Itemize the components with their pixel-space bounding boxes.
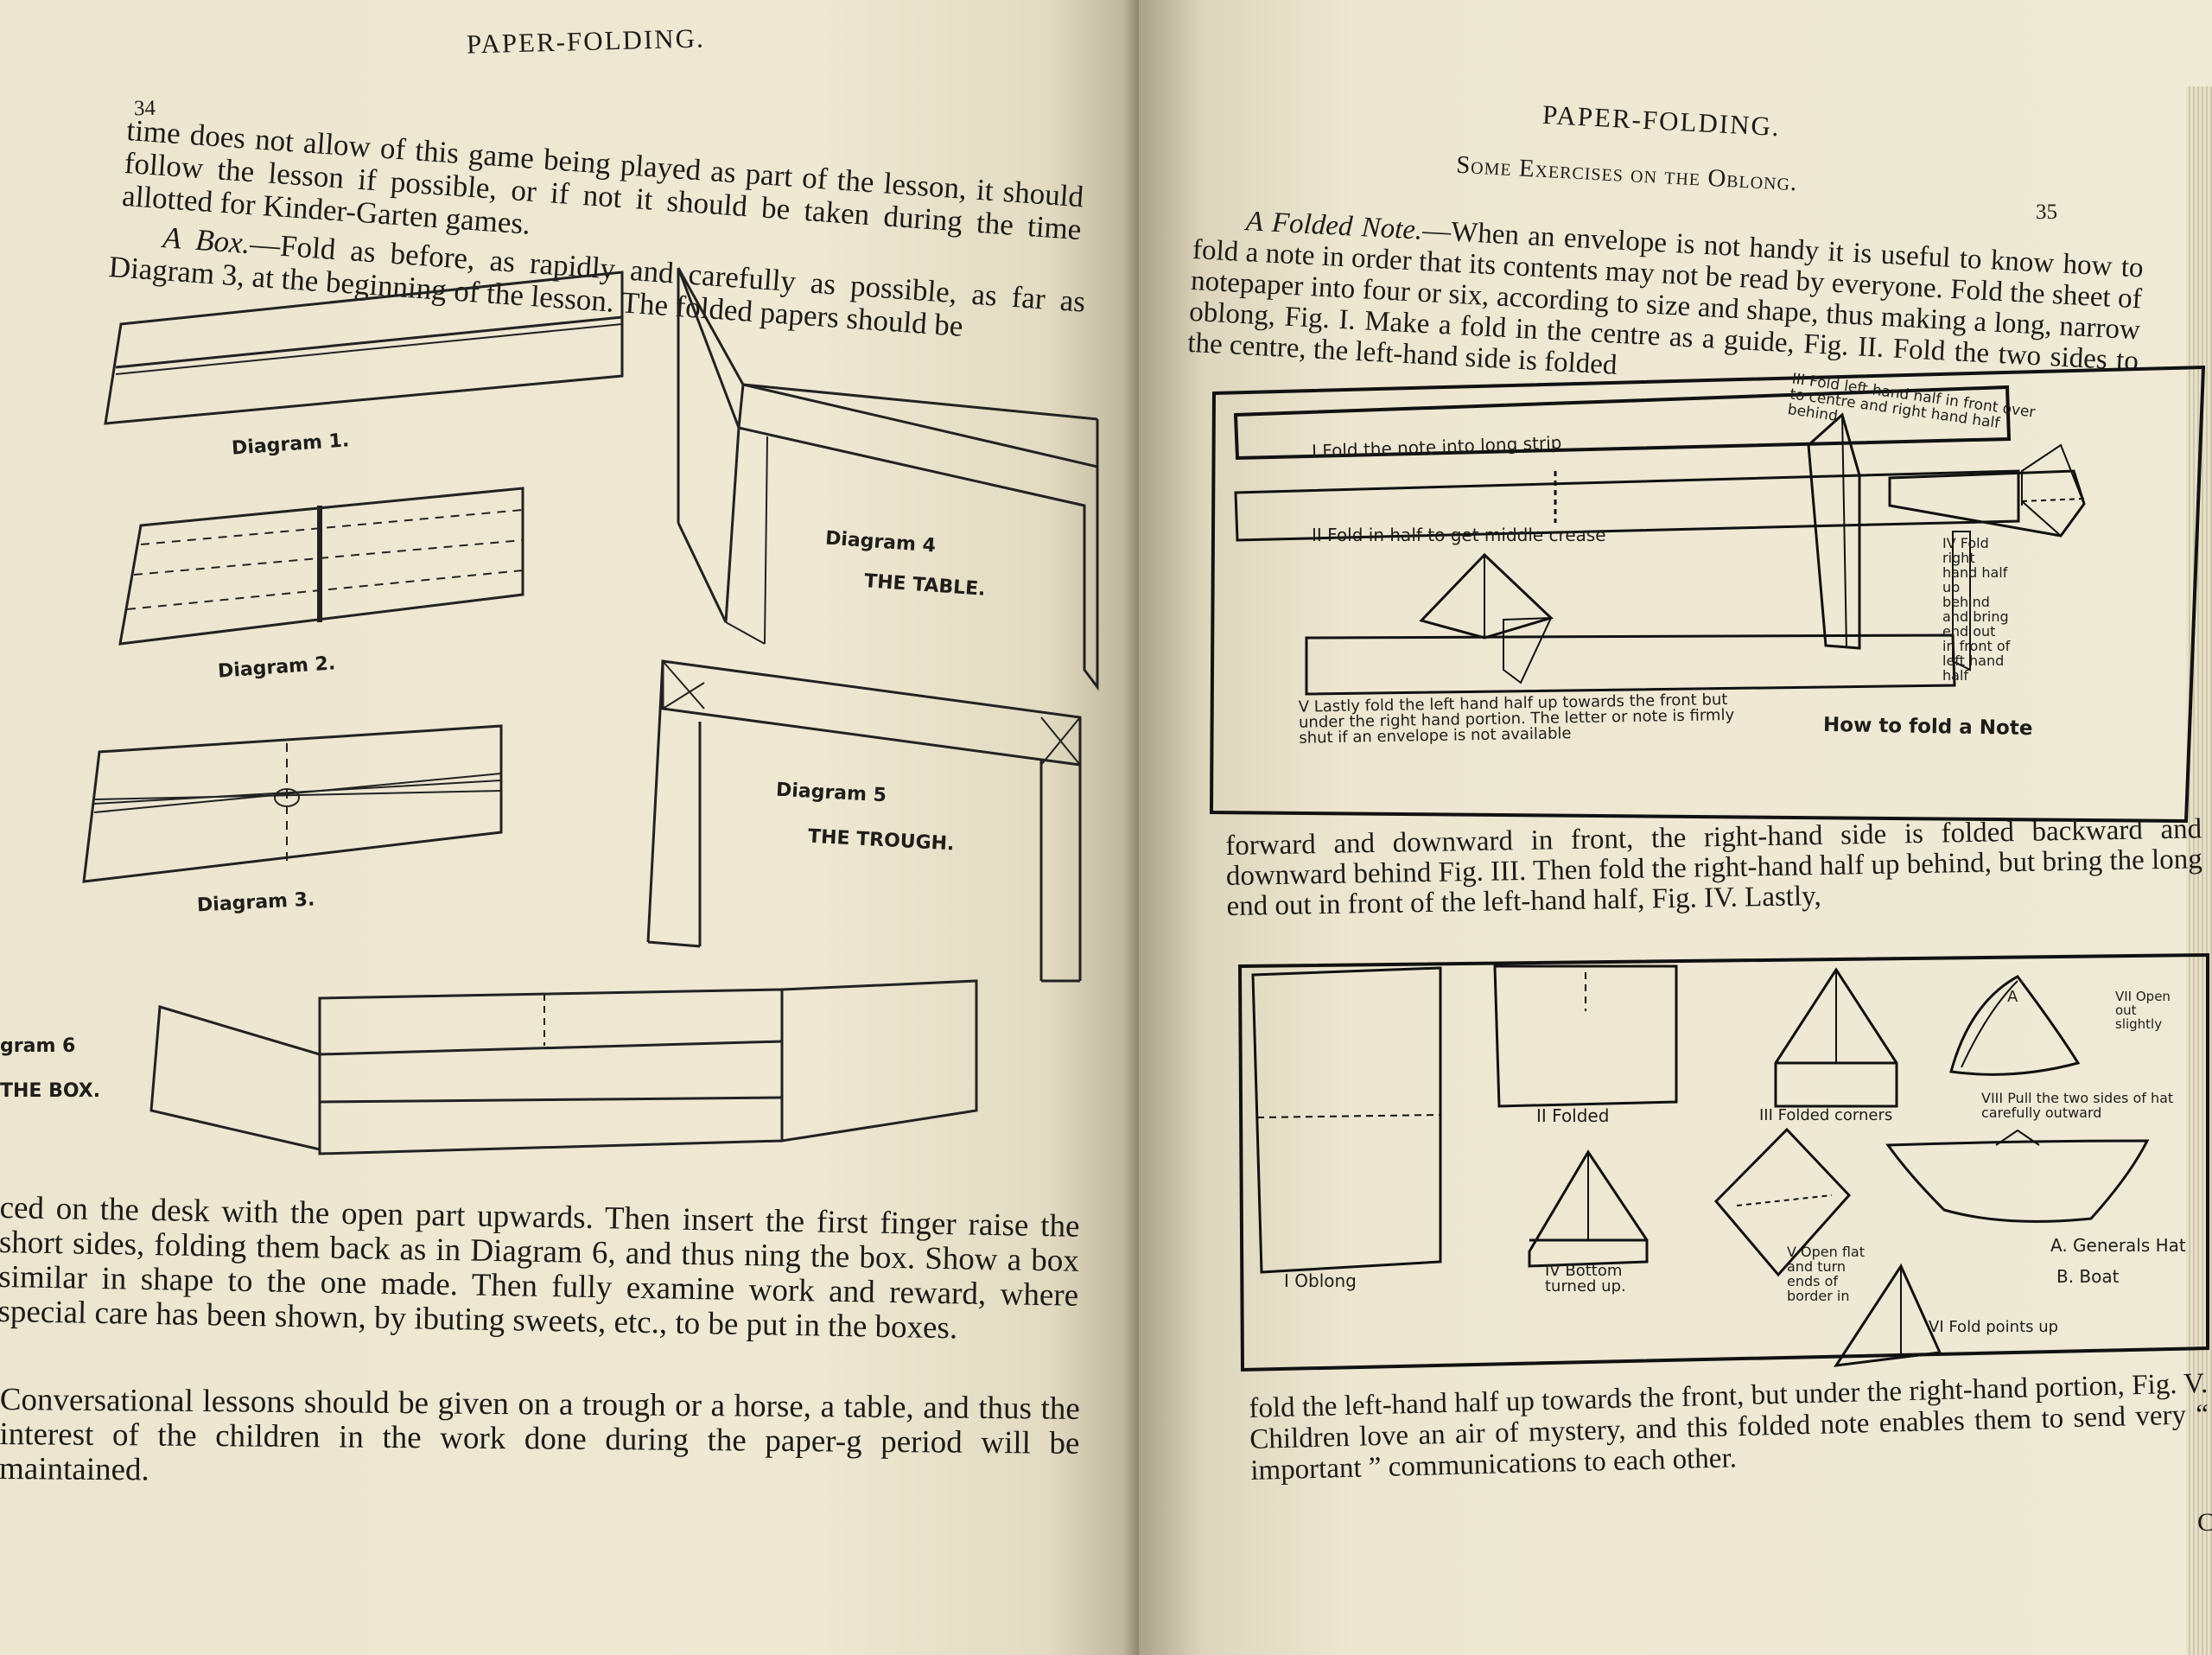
diagram-1 (104, 264, 639, 436)
hat-letter-a: A (2007, 988, 2018, 1006)
diagram-6 (147, 977, 985, 1162)
diagram-4 (674, 264, 1106, 696)
right-running-head: PAPER-FOLDING. (1541, 99, 1782, 143)
right-page: PAPER-FOLDING. Some Exercises on the Obl… (1139, 0, 2212, 1655)
hat-step-oblong: I Oblong (1284, 1270, 1357, 1291)
right-section-heading: Some Exercises on the Oblong. (1455, 150, 1799, 197)
hat-legend-b: B. Boat (2056, 1266, 2120, 1287)
left-para-bottom-2: Conversational lessons should be given o… (0, 1382, 1080, 1488)
left-para-bottom-1: ced on the desk with the open part upwar… (0, 1190, 1080, 1346)
hat-step-folded: II Folded (1536, 1105, 1610, 1126)
note-step-2: II Fold in half to get middle crease (1312, 525, 1606, 545)
page-edges (2186, 86, 2212, 1655)
diagram-6-title: THE BOX. (0, 1080, 101, 1102)
diagram-6-label: gram 6 (0, 1035, 76, 1057)
note-figure (1210, 350, 2212, 843)
note-step-5: V Lastly fold the left hand half up towa… (1298, 691, 1735, 748)
hat-step-corners: III Folded corners (1759, 1106, 1893, 1124)
hat-step-open-out: VII Open out slightly (2115, 989, 2171, 1032)
diagram-3-label: Diagram 3. (196, 888, 315, 917)
diagram-5 (644, 657, 1093, 994)
hat-legend-a: A. Generals Hat (2050, 1235, 2186, 1256)
right-para-mid: forward and downward in front, the right… (1224, 813, 2203, 922)
diagram-2 (117, 484, 531, 657)
hat-step-points: VI Fold points up (1929, 1318, 2059, 1336)
hat-step-pull: VIII Pull the two sides of hat carefully… (1981, 1090, 2174, 1121)
diagram-2-label: Diagram 2. (217, 652, 337, 683)
left-running-head: PAPER-FOLDING. (466, 22, 706, 60)
hat-figure (1236, 951, 2212, 1374)
corner-mark: C (2197, 1508, 2212, 1537)
right-para-bottom: fold the left-hand half up towards the f… (1249, 1367, 2209, 1486)
note-step-4: IV Fold right hand half up behind and br… (1942, 535, 2011, 684)
right-page-number: 35 (2036, 201, 2057, 224)
diagram-3 (82, 722, 514, 890)
hat-step-bottom: IV Bottom turned up. (1545, 1262, 1626, 1295)
left-page: PAPER-FOLDING. 34 time does not allow of… (0, 0, 1139, 1655)
hat-step-open: V Open flat and turn ends of border in (1787, 1244, 1866, 1304)
note-figure-title: How to fold a Note (1822, 713, 2033, 741)
